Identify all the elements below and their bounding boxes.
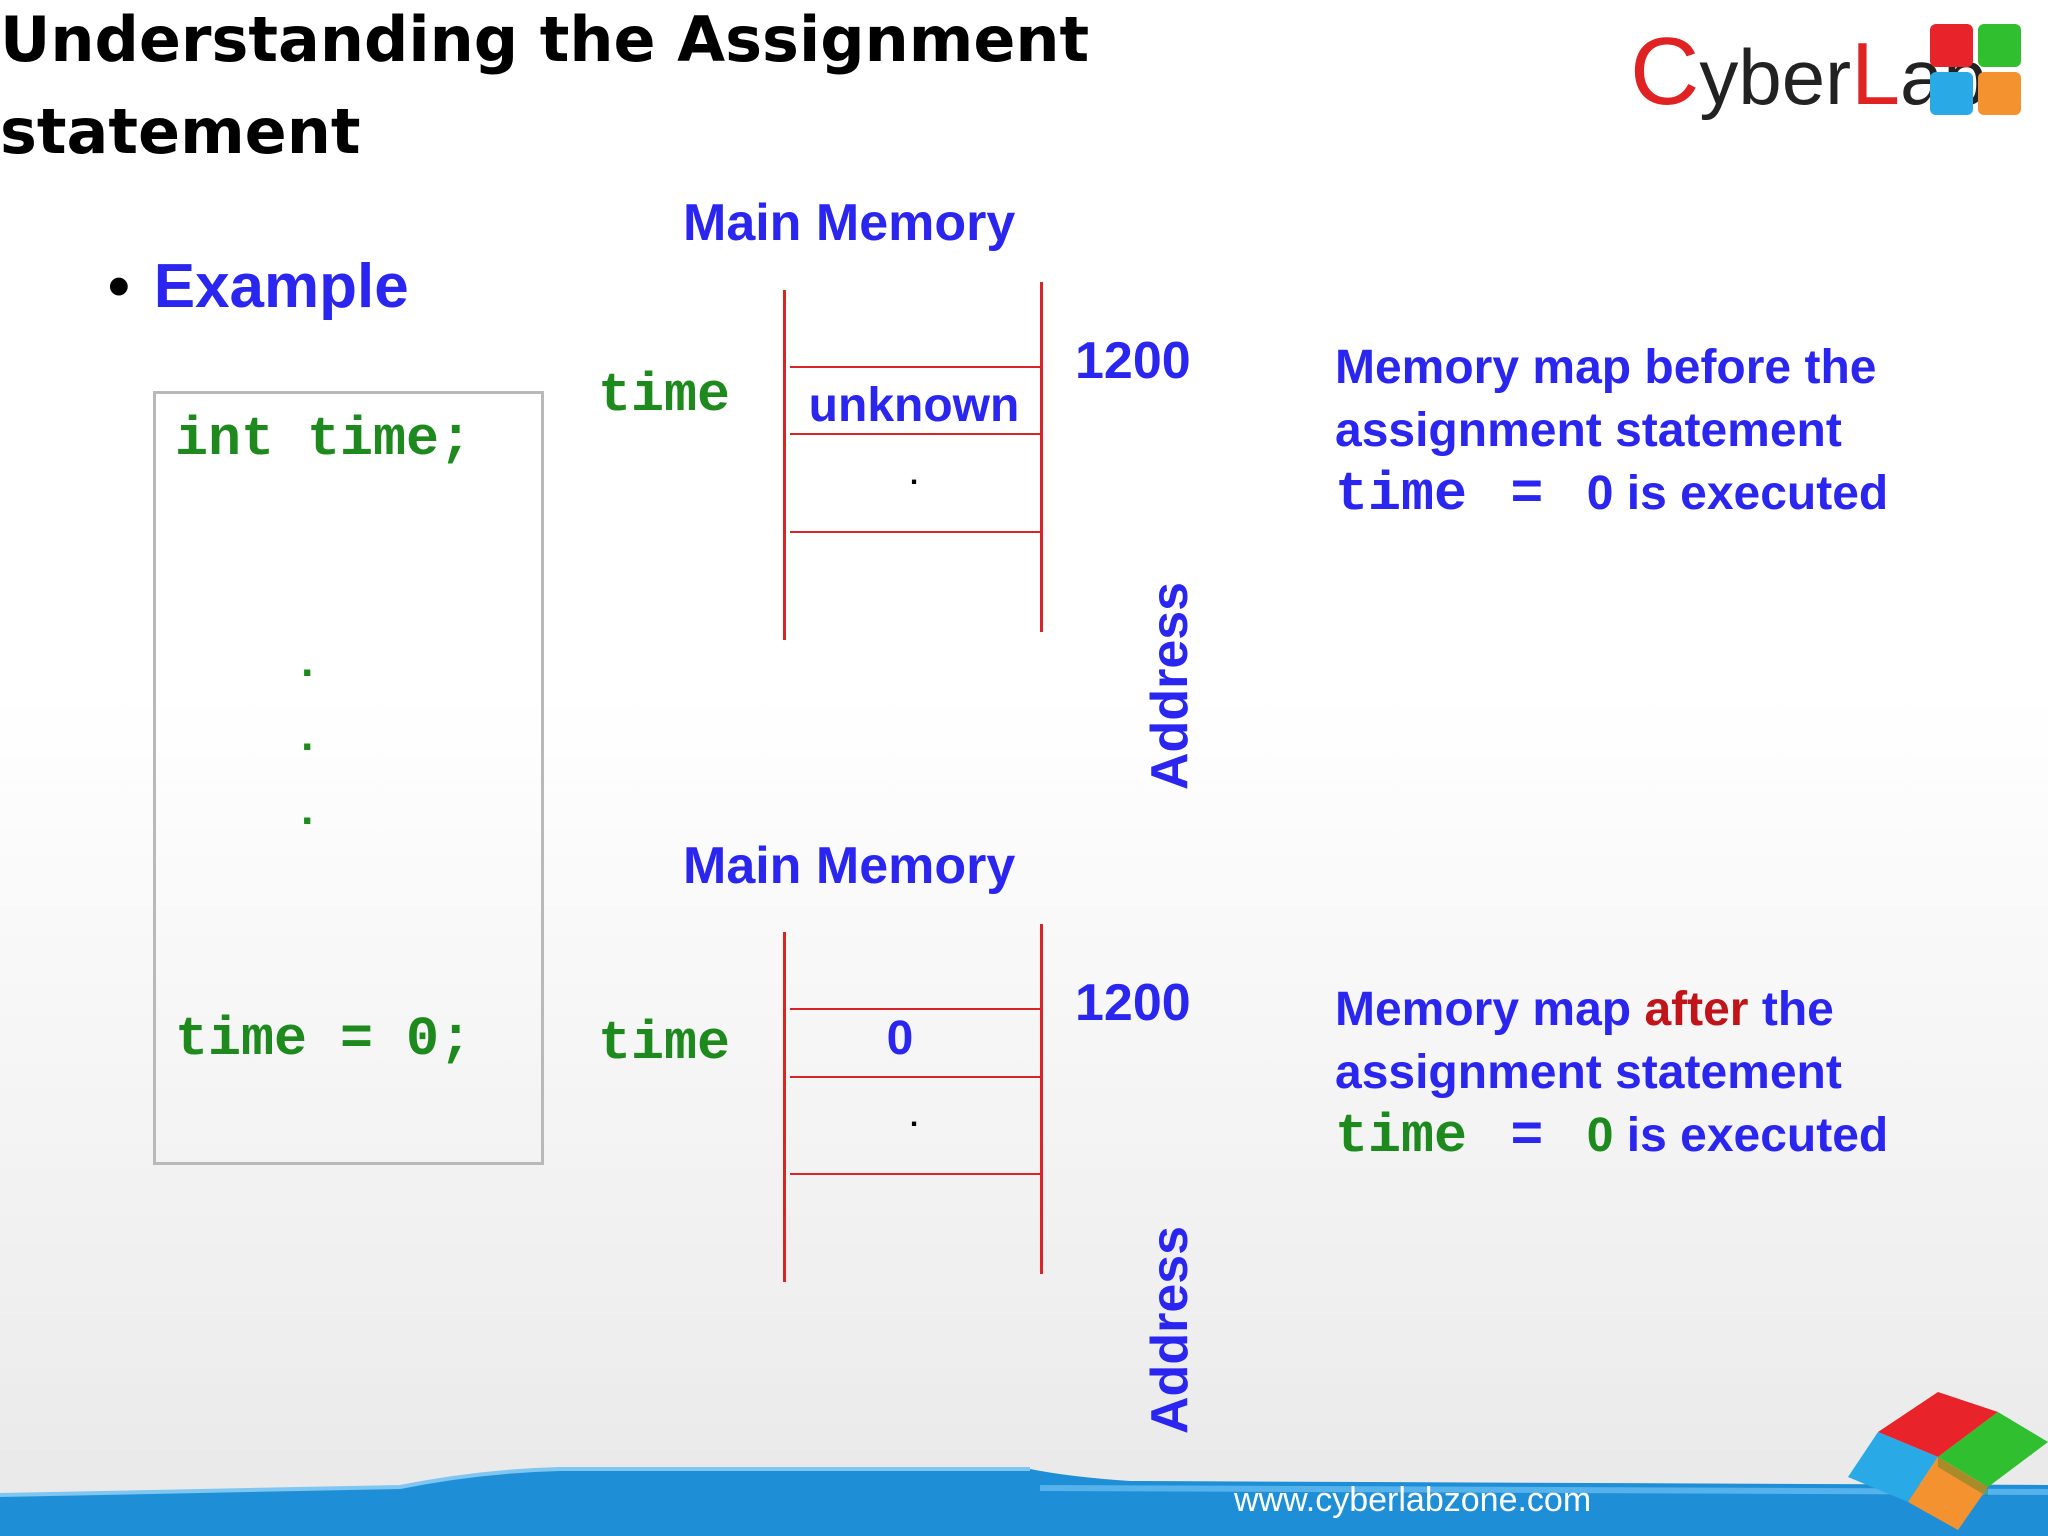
code-line-assignment: time = 0;	[175, 1008, 472, 1072]
cube-logo-icon	[1848, 1372, 2048, 1532]
memory-variable-label: time	[598, 364, 730, 428]
logo-tiles-icon	[1930, 24, 2022, 116]
code-ellipsis-dot-3: .	[294, 788, 320, 838]
logo-tile-blue	[1930, 72, 1973, 115]
memory-variable-label: time	[598, 1012, 730, 1076]
memory-title: Main Memory	[683, 193, 1015, 253]
explanation-code-eq: =	[1510, 1105, 1543, 1168]
logo-tile-red	[1930, 24, 1973, 67]
logo-text-yber: yber	[1699, 33, 1851, 121]
slide-title-line1: Understanding the Assignment	[0, 0, 1100, 86]
memory-address-label: Address	[1140, 1226, 1200, 1434]
explanation-line1: Memory map after the	[1335, 978, 1888, 1041]
bullet-text: Example	[154, 252, 409, 321]
explanation-after: Memory map after the assignment statemen…	[1335, 978, 1888, 1168]
memory-title: Main Memory	[683, 836, 1015, 896]
bullet-marker: •	[108, 252, 130, 321]
slide-title: Understanding the Assignment statement	[0, 0, 1100, 178]
explanation-code-var: time	[1335, 1105, 1467, 1168]
memory-next-cell-line	[790, 531, 1040, 533]
logo-tile-green	[1978, 24, 2021, 67]
explanation-code-var: time	[1335, 463, 1467, 526]
memory-cell-value: 0	[770, 1011, 1030, 1067]
memory-cell-bottom-line	[790, 1076, 1040, 1078]
logo-letter-l: L	[1851, 24, 1900, 123]
memory-right-border	[1040, 282, 1043, 632]
logo-letter-c: C	[1630, 18, 1699, 125]
explanation-code-val: 0	[1587, 467, 1614, 520]
memory-right-border	[1040, 924, 1043, 1274]
explanation-highlight-after: after	[1644, 983, 1748, 1036]
explanation-line3: time = 0 is executed	[1335, 1104, 1888, 1168]
memory-address-value: 1200	[1075, 331, 1191, 391]
explanation-line1-end: the	[1762, 983, 1834, 1036]
logo-tile-orange	[1978, 72, 2021, 115]
memory-next-cell-line	[790, 1173, 1040, 1175]
code-ellipsis-dot-1: .	[294, 640, 320, 690]
explanation-before: Memory map before the assignment stateme…	[1335, 336, 1888, 526]
explanation-line2: assignment statement	[1335, 399, 1888, 462]
memory-cell-top-line	[790, 366, 1040, 368]
code-ellipsis-dot-2: .	[294, 714, 320, 764]
explanation-code-eq: =	[1510, 463, 1543, 526]
memory-cell-dot: .	[786, 1102, 1042, 1132]
memory-cell-value: unknown	[786, 378, 1042, 434]
explanation-line1-start: Memory map	[1335, 983, 1631, 1036]
explanation-line1: Memory map before the	[1335, 336, 1888, 399]
cyberlab-logo: CyberLab	[1630, 18, 2025, 123]
explanation-code-val: 0	[1587, 1109, 1614, 1162]
explanation-line3: time = 0 is executed	[1335, 462, 1888, 526]
code-line-declaration: int time;	[175, 408, 472, 472]
explanation-suffix: is executed	[1627, 1109, 1888, 1162]
memory-address-value: 1200	[1075, 973, 1191, 1033]
footer-url: www.cyberlabzone.com	[1234, 1480, 1591, 1520]
slide-title-line2: statement	[0, 86, 1100, 178]
explanation-suffix: is executed	[1627, 467, 1888, 520]
explanation-line2: assignment statement	[1335, 1041, 1888, 1104]
footer-band	[0, 1455, 2048, 1536]
memory-cell-dot: .	[786, 460, 1042, 490]
bullet-example: • Example	[108, 250, 409, 324]
memory-address-label: Address	[1140, 582, 1200, 790]
memory-cell-top-line	[790, 1008, 1040, 1010]
